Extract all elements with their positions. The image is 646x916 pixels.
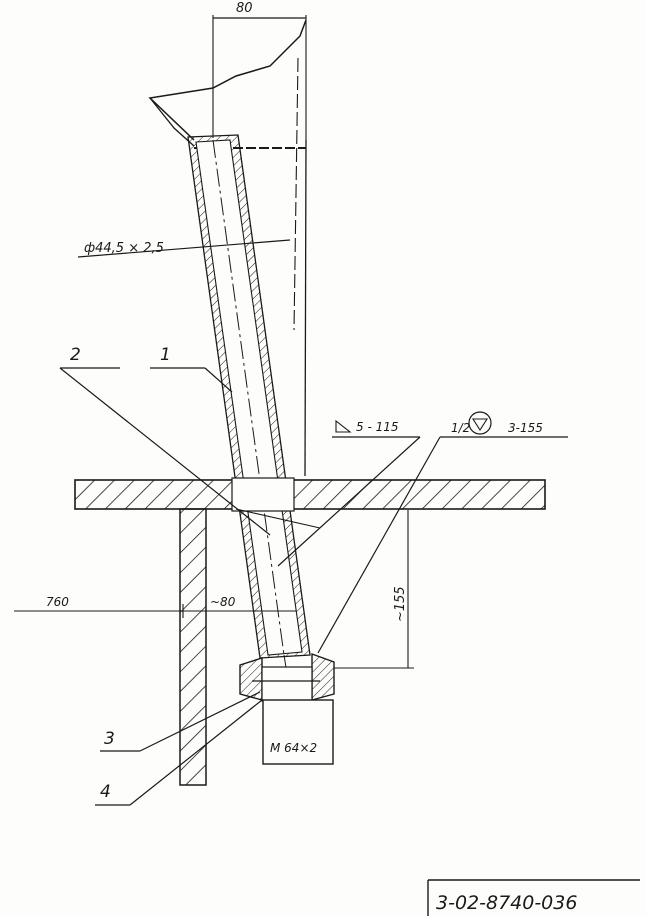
callout-part-2: 2: [59, 345, 271, 536]
callout-part-2-label: 2: [70, 345, 81, 365]
height-dimension: ~155: [334, 510, 414, 669]
document-number-label: 3-02-8740-036: [436, 892, 577, 914]
callout-part-3-label: 3: [104, 729, 115, 749]
weld-fraction-label: 1/2: [451, 421, 470, 435]
down-triangle-icon: [471, 418, 489, 432]
vertical-wall: [179, 508, 207, 786]
offset-label: ~80: [210, 595, 236, 609]
hopper-outline: [148, 19, 307, 477]
callout-part-3: 3: [100, 691, 261, 752]
thread-spec-label: M 64×2: [270, 741, 317, 755]
weld-callout-left: 5 - 115: [235, 419, 421, 567]
document-number-box: 3-02-8740-036: [427, 879, 640, 916]
weld-symbol-label: 5 - 115: [356, 420, 399, 434]
callout-part-4-label: 4: [100, 782, 111, 802]
weld-circle-icon: [468, 411, 492, 435]
weld-callout-right: 1/2 3-155: [317, 411, 568, 654]
pipe-spec-callout: ф44,5 × 2,5: [77, 239, 291, 258]
callout-part-4: 4: [95, 699, 263, 806]
top-dimension: 80: [212, 1, 307, 140]
callout-part-1-label: 1: [160, 345, 171, 365]
height-dimension-label: ~155: [393, 586, 408, 622]
elevation-label: 760: [46, 595, 69, 609]
callout-part-1: 1: [150, 345, 233, 393]
weld-triangle-icon: [335, 419, 352, 433]
pipe-spec-label: ф44,5 × 2,5: [84, 241, 164, 256]
pipe-fitting: M 64×2: [239, 653, 335, 765]
horizontal-plate: [74, 477, 546, 512]
elevation-dimension: 760 ~80: [14, 595, 296, 618]
weld-ref-label: 3-155: [508, 421, 543, 435]
top-dimension-label: 80: [236, 1, 253, 16]
